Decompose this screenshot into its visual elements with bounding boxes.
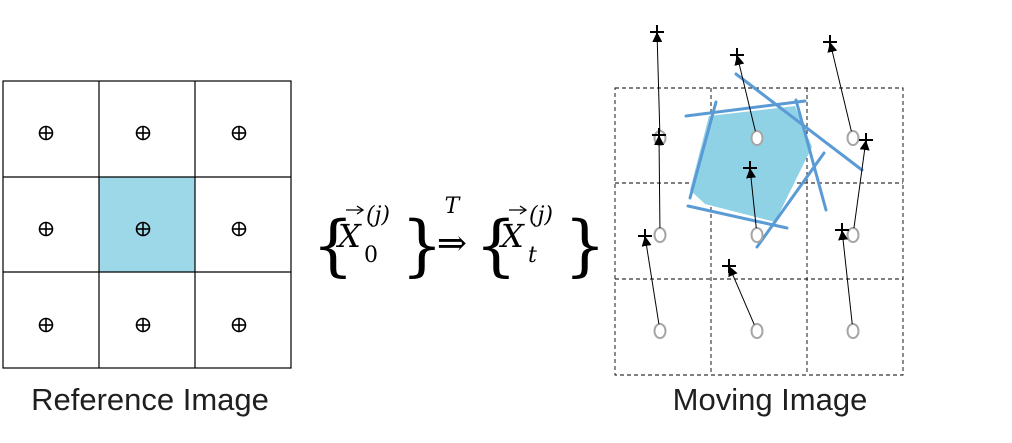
displacement-vector [638,229,667,339]
circle-plus-icon [135,221,151,237]
displacement-arrow [734,54,756,132]
equation-right-subscript: t [528,243,537,268]
vector-arrow-icon [509,205,528,215]
original-point-icon [846,130,860,146]
displaced-point-icon [652,128,666,142]
circle-plus-icon [231,317,247,333]
equation-right-symbol: X [498,217,525,255]
circle-plus-icon [135,317,151,333]
outline-edge [755,151,826,249]
original-point-icon [750,323,764,339]
displacement-vector [835,223,860,339]
equation-left-brace-close: } [401,207,443,284]
displacement-vector [846,133,873,243]
transform-equation: { X (j) 0 } T ⇒ { X (j) t } [312,194,606,284]
original-point-icon [750,130,764,146]
displaced-point-icon [638,229,652,243]
reference-image-caption: Reference Image [31,382,269,417]
outline-edge [684,99,807,118]
displacement-vector [743,161,764,243]
moving-grid-border [614,87,904,376]
displacement-arrow [838,229,853,325]
equation-left-brace-open: { [312,207,354,284]
equation-left-symbol: X [335,217,362,255]
displacement-arrow [641,235,660,325]
circle-plus-icon [38,317,54,333]
displaced-point-icon [859,133,873,147]
original-point-icon [846,323,860,339]
displacement-arrow [746,167,757,229]
displacement-vector [722,259,764,339]
original-point-icon [653,227,667,243]
displacement-arrow [853,140,870,229]
equation-right-superscript: (j) [529,203,553,228]
equation-left-superscript: (j) [366,203,390,228]
displaced-point-icon [722,259,736,273]
equation-implies-operator: ⇒ [437,223,467,264]
original-point-icon [846,227,860,243]
displacement-vector [730,48,764,146]
displacement-vector [652,128,667,243]
displaced-point-icon [730,48,744,62]
circle-plus-icon [231,221,247,237]
vector-arrow-icon [346,205,365,215]
reference-markers [38,125,247,333]
equation-operator-label: T [445,194,462,219]
outline-edge [794,98,828,212]
displacement-arrow [654,134,665,229]
outline-edge [688,100,718,200]
moving-image-panel: Moving Image [614,25,904,417]
equation-right-brace-open: { [475,207,517,284]
displacement-markers [638,25,873,339]
displacement-arrow [827,41,852,132]
displacement-vector [823,35,860,146]
displaced-point-icon [650,25,664,39]
displacement-arrow [728,265,755,325]
deformed-region-outline [684,72,864,249]
outline-edge [686,204,789,230]
original-point-icon [653,323,667,339]
equation-right-brace-close: } [564,207,606,284]
displacement-vector [650,25,667,146]
reference-grid-border [2,80,292,369]
displaced-point-icon [823,35,837,49]
displaced-point-icon [743,161,757,175]
circle-plus-icon [38,221,54,237]
moving-image-caption: Moving Image [673,382,868,417]
outline-edge [734,72,864,172]
circle-plus-icon [38,125,54,141]
original-point-icon [750,227,764,243]
equation-left-vector: X (j) 0 [335,203,390,268]
equation-left-subscript: 0 [364,243,378,268]
displacement-arrow [652,31,663,132]
circle-plus-icon [231,125,247,141]
reference-image-panel: Reference Image [2,80,292,417]
equation-right-vector: X (j) t [498,203,553,268]
displaced-point-icon [835,223,849,237]
circle-plus-icon [135,125,151,141]
